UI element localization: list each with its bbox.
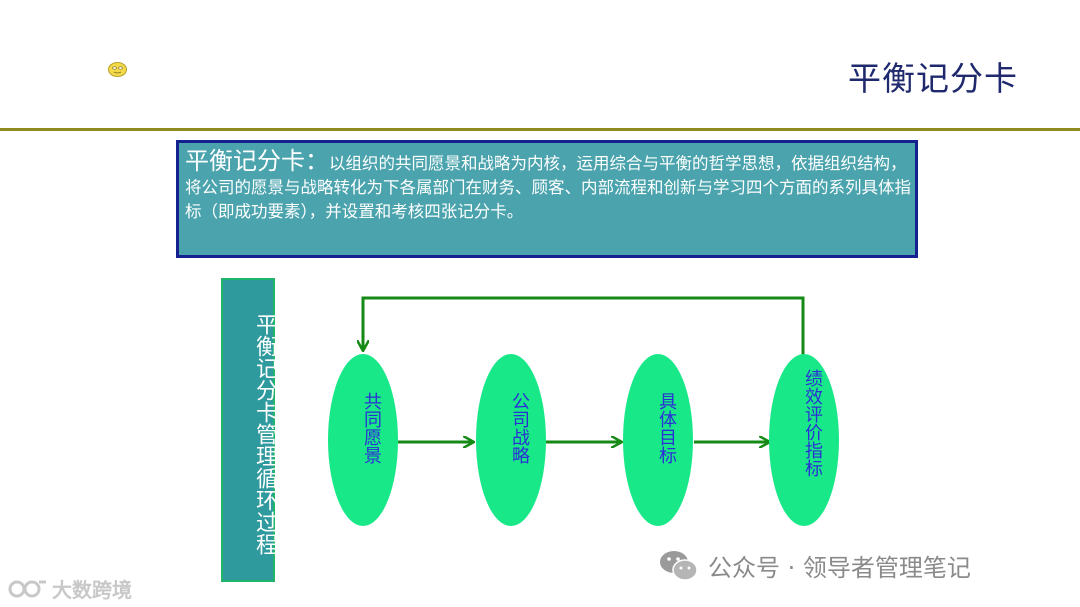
- page-title: 平衡记分卡: [848, 59, 1018, 98]
- title-divider: [0, 128, 1080, 131]
- side-label-box: 平衡记分卡管理循环过程: [221, 278, 277, 582]
- definition-lead: 平衡记分卡：: [185, 147, 329, 175]
- node-label-shared-vision: 共同愿景: [361, 392, 382, 464]
- node-specific-goals: [623, 354, 693, 526]
- brand-logo-icon: [8, 580, 46, 597]
- side-label: 平衡记分卡管理循环过程: [252, 313, 277, 555]
- definition-body: 以组织的共同愿景和战略为内核，运用综合与平衡的哲学思想，依据组织结构，将公司的愿…: [185, 154, 911, 221]
- node-label-performance-indicators: 绩效评价指标: [802, 369, 823, 477]
- watermark-right-text: 公众号 · 领导者管理笔记: [708, 554, 971, 582]
- node-performance-indicators: [769, 354, 839, 526]
- watermark-left-text: 大数跨境: [52, 578, 132, 602]
- wechat-icon: [660, 550, 698, 581]
- definition-box: 平衡记分卡：以组织的共同愿景和战略为内核，运用综合与平衡的哲学思想，依据组织结构…: [176, 140, 918, 258]
- watermark-logo: 大数跨境: [8, 574, 132, 603]
- node-label-company-strategy: 公司战略: [509, 392, 530, 464]
- node-label-specific-goals: 具体目标: [656, 392, 677, 464]
- node-company-strategy: [476, 354, 546, 526]
- watermark-wechat: 公众号 · 领导者管理笔记: [658, 548, 971, 583]
- node-shared-vision: [328, 354, 398, 526]
- smiley-face-icon: [108, 62, 127, 77]
- feedback-arrow: [363, 296, 805, 356]
